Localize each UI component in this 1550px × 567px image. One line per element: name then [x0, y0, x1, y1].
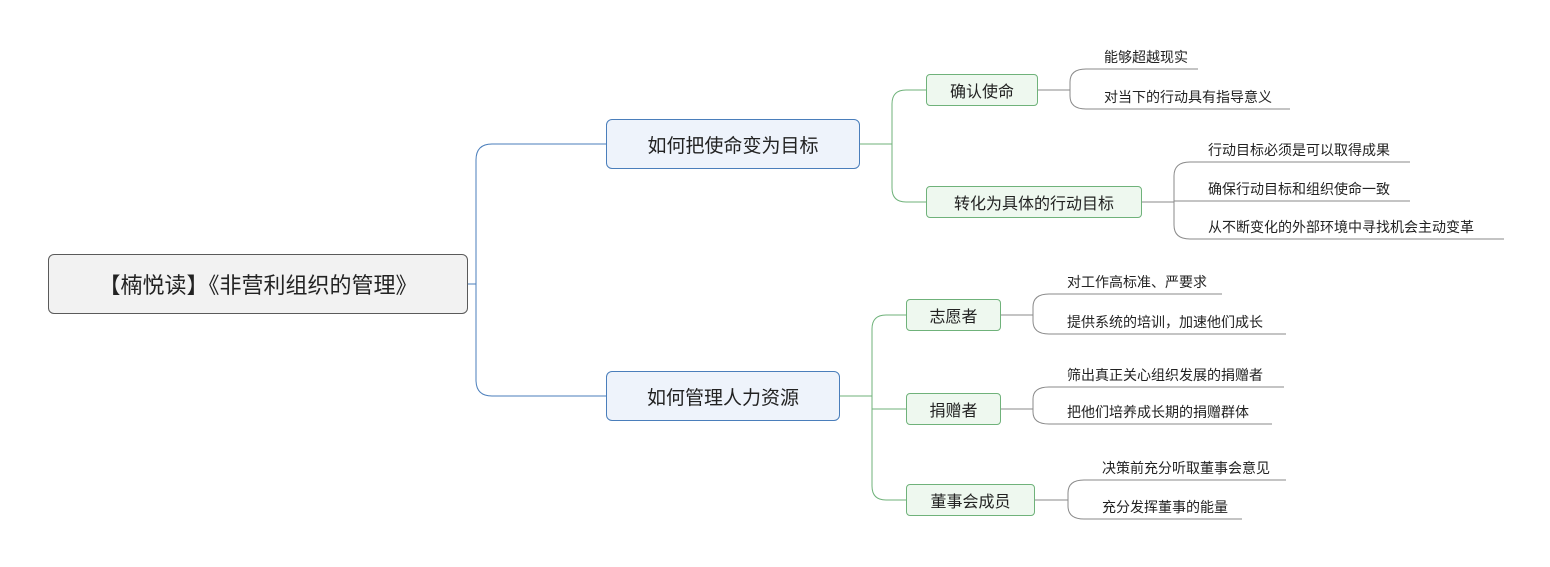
connector-sub-4-leaf-9: [1001, 408, 1272, 425]
connector-branch-2-sub-3: [840, 314, 906, 397]
subtopic-label: 转化为具体的行动目标: [953, 194, 1114, 213]
connector-branch-1-sub-2: [860, 143, 926, 203]
connector-sub-2-leaf-5: [1142, 201, 1504, 240]
leaf-topic[interactable]: 把他们培养成长期的捐赠群体: [1067, 405, 1249, 421]
subtopic-label: 确认使命: [949, 82, 1014, 101]
subtopic-action-goals[interactable]: 转化为具体的行动目标: [926, 186, 1142, 218]
leaf-topic[interactable]: 确保行动目标和组织使命一致: [1208, 182, 1390, 198]
connector-sub-5-leaf-10: [1035, 479, 1286, 501]
connector-branch-2-sub-5: [840, 395, 906, 501]
leaf-topic[interactable]: 筛出真正关心组织发展的捐赠者: [1067, 368, 1263, 384]
subtopic-confirm-mission[interactable]: 确认使命: [926, 74, 1038, 106]
root-topic[interactable]: 【楠悦读】《非营利组织的管理》: [48, 254, 468, 314]
leaf-topic[interactable]: 对工作高标准、严要求: [1067, 275, 1207, 291]
connector-sub-4-leaf-8: [1001, 386, 1284, 410]
connector-root-branch-1: [468, 143, 606, 285]
connector-branch-1-sub-1: [860, 89, 926, 145]
leaf-topic[interactable]: 决策前充分听取董事会意见: [1102, 461, 1270, 477]
connector-sub-3-leaf-6: [1001, 293, 1222, 316]
leaf-topic[interactable]: 行动目标必须是可以取得成果: [1208, 143, 1390, 159]
connector-sub-3-leaf-7: [1001, 314, 1286, 335]
subtopic-donors[interactable]: 捐赠者: [906, 393, 1001, 425]
connector-root-branch-2: [468, 283, 606, 397]
root-topic-label: 【楠悦读】《非营利组织的管理》: [98, 274, 418, 299]
branch-topic-mission-to-goals[interactable]: 如何把使命变为目标: [606, 119, 860, 169]
leaf-topic[interactable]: 对当下的行动具有指导意义: [1104, 90, 1272, 106]
branch-topic-label: 如何把使命变为目标: [647, 134, 819, 157]
branch-topic-human-resources[interactable]: 如何管理人力资源: [606, 371, 840, 421]
connector-sub-2-leaf-4: [1142, 200, 1410, 203]
subtopic-label: 董事会成员: [930, 492, 1011, 511]
connector-sub-1-leaf-1: [1038, 68, 1198, 91]
connector-sub-2-leaf-3: [1142, 161, 1410, 203]
branch-topic-label: 如何管理人力资源: [646, 386, 799, 409]
leaf-topic[interactable]: 从不断变化的外部环境中寻找机会主动变革: [1208, 220, 1474, 236]
connector-sub-1-leaf-2: [1038, 89, 1290, 110]
leaf-topic[interactable]: 充分发挥董事的能量: [1102, 500, 1228, 516]
connector-sub-5-leaf-11: [1035, 499, 1242, 520]
subtopic-board-members[interactable]: 董事会成员: [906, 484, 1035, 516]
leaf-topic[interactable]: 提供系统的培训，加速他们成长: [1067, 315, 1263, 331]
subtopic-label: 捐赠者: [929, 401, 978, 420]
subtopic-volunteers[interactable]: 志愿者: [906, 299, 1001, 331]
leaf-topic[interactable]: 能够超越现实: [1104, 50, 1188, 66]
subtopic-label: 志愿者: [929, 307, 978, 326]
connector-branch-2-sub-4: [840, 395, 906, 410]
